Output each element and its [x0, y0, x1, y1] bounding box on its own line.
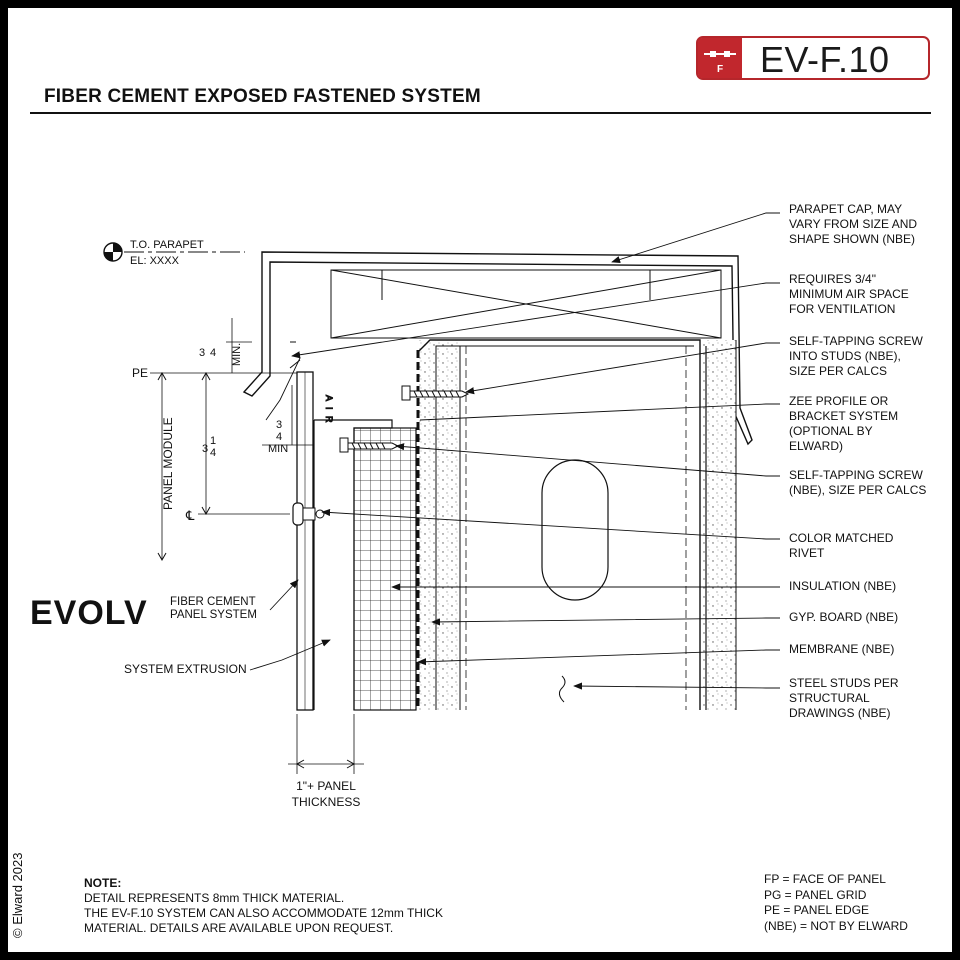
datum-symbol-icon: [103, 242, 245, 262]
legend-pe: PE = PANEL EDGE: [764, 903, 870, 917]
hmin-num: 3: [276, 419, 282, 431]
section-drawing: T.O. PARAPET EL: XXXX: [103, 202, 926, 809]
callout-screw1-1: SELF-TAPPING SCREW: [789, 334, 923, 348]
insulation: [353, 427, 417, 711]
callout-zee-4: ELWARD): [789, 439, 843, 453]
evolv-sub-1: FIBER CEMENT: [170, 596, 256, 608]
callout-screw1-3: SIZE PER CALCS: [789, 364, 887, 378]
panel-thickness-2: THICKNESS: [292, 795, 361, 809]
datum-label-2: EL: XXXX: [130, 255, 180, 267]
parapet-cap: [242, 251, 753, 446]
legend-nbe: (NBE) = NOT BY ELWARD: [764, 918, 908, 933]
zee-profile: [314, 419, 393, 710]
title-rule: [30, 112, 931, 114]
stud-wall: [417, 339, 737, 710]
callout-membrane: MEMBRANE (NBE): [789, 642, 894, 656]
callout-leaders: [291, 212, 780, 690]
callout-studs-2: STRUCTURAL: [789, 691, 870, 705]
note-heading: NOTE:: [84, 876, 122, 890]
evolv-logo: EVOLV: [30, 594, 148, 633]
dim-3-1-4-num: 1: [210, 435, 216, 447]
wood-blocking: [330, 269, 722, 339]
callout-rivet-1: COLOR MATCHED: [789, 531, 894, 545]
abbreviation-legend: FP = FACE OF PANEL PG = PANEL GRID PE = …: [764, 872, 908, 934]
callout-air-3: FOR VENTILATION: [789, 302, 895, 316]
callout-studs-1: STEEL STUDS PER: [789, 676, 899, 690]
three-and-quarter-dimension: [201, 371, 211, 516]
note-line-2: THE EV-F.10 SYSTEM CAN ALSO ACCOMMODATE …: [84, 906, 443, 920]
dim-3-1-4-den: 4: [210, 447, 216, 459]
callout-parapet-1: PARAPET CAP, MAY: [789, 202, 902, 216]
vmin-label: MIN.: [231, 343, 243, 366]
rivet-icon: [292, 502, 325, 526]
legend-fp: FP = FACE OF PANEL: [764, 872, 886, 886]
drawing-sheet: F EV-F.10 FIBER CEMENT EXPOSED FASTENED …: [8, 8, 952, 952]
legend-pg: PG = PANEL GRID: [764, 887, 867, 902]
callout-zee-1: ZEE PROFILE OR: [789, 394, 889, 408]
callout-studs-3: DRAWINGS (NBE): [789, 706, 891, 720]
elward-logo-icon: F: [698, 38, 742, 78]
callout-zee-3: (OPTIONAL BY: [789, 424, 873, 438]
panel-system: A I R: [289, 359, 335, 711]
hmin-den: 4: [276, 431, 282, 443]
callout-parapet-2: VARY FROM SIZE AND: [789, 217, 917, 231]
callout-labels: PARAPET CAP, MAY VARY FROM SIZE AND SHAP…: [789, 202, 926, 720]
callout-air-2: MINIMUM AIR SPACE: [789, 287, 909, 301]
pe-label: PE: [132, 366, 148, 380]
detail-badge: F EV-F.10: [696, 36, 930, 80]
evolv-wordmark: EVOLV: [30, 594, 148, 632]
evolv-subtitle: FIBER CEMENT PANEL SYSTEM: [170, 596, 257, 622]
horizontal-min-dimension: [262, 385, 314, 446]
vmin-den: 4: [210, 347, 216, 359]
datum-label-1: T.O. PARAPET: [130, 239, 204, 251]
evolv-sub-2: PANEL SYSTEM: [170, 609, 257, 621]
callout-screw1-2: INTO STUDS (NBE),: [789, 349, 901, 363]
callout-rivet-2: RIVET: [789, 546, 825, 560]
panel-module-dimension: [150, 371, 297, 562]
page-title: FIBER CEMENT EXPOSED FASTENED SYSTEM: [44, 86, 481, 107]
screw-upper-icon: [401, 385, 470, 401]
callout-screw2-2: (NBE), SIZE PER CALCS: [789, 483, 926, 497]
copyright: © Elward 2023: [10, 852, 25, 938]
callout-screw2-1: SELF-TAPPING SCREW: [789, 468, 923, 482]
callout-parapet-3: SHAPE SHOWN (NBE): [789, 232, 915, 246]
panel-thickness-dimension: [288, 714, 364, 774]
panel-module-label: PANEL MODULE: [161, 417, 175, 510]
dim-3-1-4-whole: 3: [202, 443, 208, 455]
leader-air-curve: [265, 357, 301, 421]
callout-air-1: REQUIRES 3/4": [789, 272, 876, 286]
vmin-num: 3: [199, 347, 205, 359]
callout-zee-2: BRACKET SYSTEM: [789, 409, 898, 423]
detail-code: EV-F.10: [760, 39, 890, 80]
callout-insulation: INSULATION (NBE): [789, 579, 896, 593]
note-block: NOTE: DETAIL REPRESENTS 8mm THICK MATERI…: [84, 876, 443, 936]
vertical-min-dimension: [226, 318, 252, 373]
air-label: A I R: [324, 395, 334, 425]
badge-letter: F: [717, 64, 723, 75]
hmin-label: MIN: [268, 443, 288, 455]
note-line-1: DETAIL REPRESENTS 8mm THICK MATERIAL.: [84, 891, 345, 905]
system-extrusion-label: SYSTEM EXTRUSION: [124, 662, 247, 676]
note-line-3: MATERIAL. DETAILS ARE AVAILABLE UPON REQ…: [84, 921, 394, 935]
leader-extrusion: [249, 639, 331, 671]
callout-gyp: GYP. BOARD (NBE): [789, 610, 898, 624]
leader-evolv: [269, 579, 299, 611]
centerline-label: ℄: [185, 509, 195, 524]
screw-lower-icon: [339, 437, 400, 453]
panel-thickness-1: 1"+ PANEL: [296, 779, 356, 793]
